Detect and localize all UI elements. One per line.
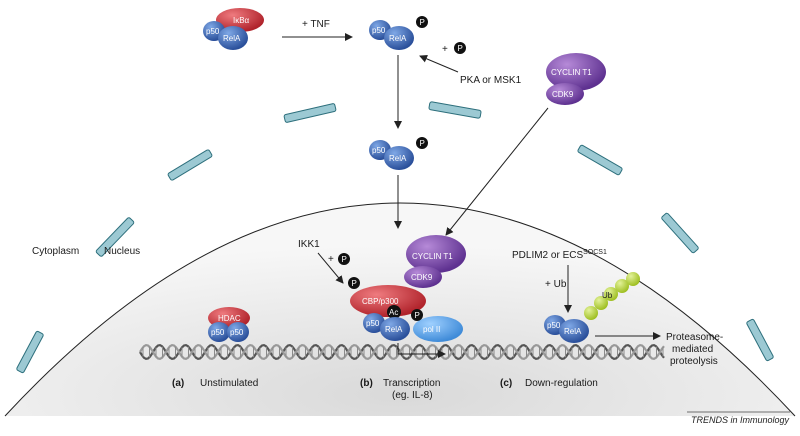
ikk1-label: IKK1 <box>298 239 320 250</box>
plus-ub-label: + Ub <box>545 279 567 290</box>
svg-text:p50: p50 <box>547 321 561 330</box>
ikba-label: IκBα <box>233 16 250 25</box>
kinase-arrow <box>419 55 459 73</box>
phospho-icon-ikk1 <box>338 253 350 265</box>
svg-text:RelA: RelA <box>564 327 582 336</box>
svg-text:CYCLIN T1: CYCLIN T1 <box>412 252 453 261</box>
journal-footer: TRENDS in Immunology <box>691 415 790 425</box>
svg-text:P: P <box>458 44 463 53</box>
panel-b-letter: (b) <box>360 378 373 389</box>
svg-text:HDAC: HDAC <box>218 314 241 323</box>
svg-text:+: + <box>328 254 334 265</box>
phospho-icon <box>454 42 466 54</box>
cyclin-t1-cdk9-complex-top: CYCLIN T1 CDK9 <box>546 53 606 105</box>
panel-c-letter: (c) <box>500 378 512 389</box>
transcription-start-arrow <box>397 343 446 358</box>
nuclear-envelope <box>4 202 796 417</box>
hdac-complex: HDAC p50 p50 <box>208 307 250 342</box>
kinase-label: PKA or MSK1 <box>460 75 522 86</box>
svg-text:RelA: RelA <box>385 325 403 334</box>
p50-label: p50 <box>206 27 220 36</box>
ikba-p50-rela-complex: IκBα p50 RelA <box>203 8 264 50</box>
rela-label: RelA <box>223 34 241 43</box>
ptefb-arrow <box>445 107 549 236</box>
cytoplasm-label: Cytoplasm <box>32 246 79 257</box>
svg-text:RelA: RelA <box>389 154 407 163</box>
ikk1-arrow <box>317 252 344 284</box>
svg-text:P: P <box>342 255 347 264</box>
svg-text:CDK9: CDK9 <box>552 90 574 99</box>
panel-b-subtext: (eg. IL-8) <box>392 390 433 401</box>
svg-text:CBP/p300: CBP/p300 <box>362 297 399 306</box>
svg-text:P: P <box>352 279 357 288</box>
svg-text:P: P <box>420 18 425 27</box>
transcription-complex: pol II CYCLIN T1 CDK9 CBP/p300 Ac P P p5… <box>348 235 466 342</box>
svg-text:Ub: Ub <box>602 291 613 300</box>
p50-rela-phospho-complex-top: p50 RelA P <box>369 16 428 50</box>
svg-text:CDK9: CDK9 <box>411 273 433 282</box>
pdlim2-label: PDLIM2 or ECSSOCS1 <box>512 249 607 261</box>
proteolysis-label-2: mediated <box>672 344 713 355</box>
ubiquitin-chain: Ub <box>584 272 640 320</box>
plus-p-label: + <box>442 44 448 55</box>
proteolysis-label-1: Proteasome- <box>666 332 723 343</box>
panel-b-text: Transcription <box>383 378 440 389</box>
svg-text:p50: p50 <box>211 328 225 337</box>
svg-text:RelA: RelA <box>389 34 407 43</box>
dna-helix <box>139 343 665 361</box>
p50-rela-degradation-complex: p50 RelA <box>544 315 589 343</box>
panel-a-text: Unstimulated <box>200 378 258 389</box>
svg-text:P: P <box>415 311 420 320</box>
nuclear-pores <box>16 101 774 374</box>
svg-text:p50: p50 <box>366 319 380 328</box>
svg-text:CYCLIN T1: CYCLIN T1 <box>551 68 592 77</box>
svg-text:pol II: pol II <box>423 325 440 334</box>
svg-text:Ac: Ac <box>389 308 398 317</box>
panel-a-letter: (a) <box>172 378 184 389</box>
svg-text:p50: p50 <box>230 328 244 337</box>
panel-c-text: Down-regulation <box>525 378 598 389</box>
nucleus-label: Nucleus <box>104 246 140 257</box>
svg-text:p50: p50 <box>372 146 386 155</box>
svg-text:P: P <box>420 139 425 148</box>
p50-rela-phospho-complex-nucleus: p50 RelA P <box>369 137 428 170</box>
tnf-label: + TNF <box>302 19 330 30</box>
proteolysis-label-3: proteolysis <box>670 356 718 367</box>
svg-text:p50: p50 <box>372 26 386 35</box>
